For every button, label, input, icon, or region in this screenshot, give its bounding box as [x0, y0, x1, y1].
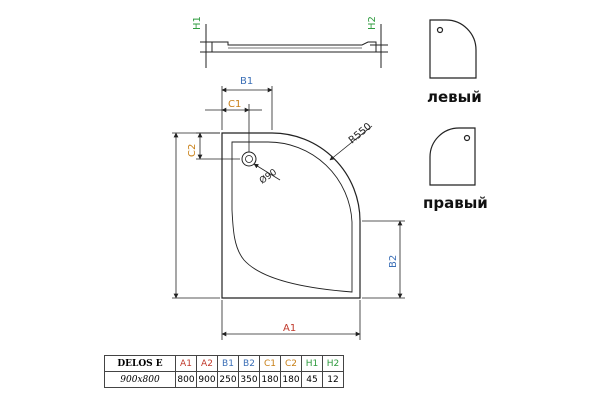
a1-label: A1	[283, 323, 296, 334]
table-header: C2	[280, 355, 302, 372]
table-cell: 800	[175, 371, 197, 388]
table-header: B2	[238, 355, 260, 372]
table-header: H2	[322, 355, 344, 372]
table-cell: 350	[238, 371, 260, 388]
table-cell: 900	[196, 371, 218, 388]
variant-right-label: правый	[423, 194, 488, 212]
variant-left-icon	[429, 19, 477, 79]
table-row: 900x800 800 900 250 350 180 180 45 12	[104, 371, 344, 388]
table-header: A1	[175, 355, 197, 372]
table-header: C1	[259, 355, 281, 372]
table-header: B1	[217, 355, 239, 372]
side-profile	[200, 24, 388, 68]
drain-diameter-label: Ø90	[257, 167, 279, 187]
table-cell: 45	[301, 371, 323, 388]
c2-label: C2	[187, 144, 198, 157]
table-cell: 180	[280, 371, 302, 388]
table-header: H1	[301, 355, 323, 372]
table-cell: 180	[259, 371, 281, 388]
table-header-row: DELOS E A1 A2 B1 B2 C1 C2 H1 H2	[104, 355, 344, 372]
h2-label: H2	[367, 16, 378, 30]
radius-label: R550	[347, 121, 374, 146]
table-cell: 250	[217, 371, 239, 388]
dimensions-table: DELOS E A1 A2 B1 B2 C1 C2 H1 H2 900x800 …	[104, 355, 344, 388]
b1-label: B1	[240, 76, 253, 87]
table-header: A2	[196, 355, 218, 372]
model-size-cell: 900x800	[104, 371, 176, 388]
model-name-cell: DELOS E	[104, 355, 176, 372]
variant-right-icon	[429, 127, 476, 186]
table-cell: 12	[322, 371, 344, 388]
tray-top-view	[221, 132, 361, 299]
variant-left-label: левый	[427, 88, 482, 106]
h1-label: H1	[192, 16, 203, 30]
b2-label: B2	[388, 255, 399, 268]
c1-label: C1	[228, 99, 241, 110]
dimensions	[172, 86, 405, 340]
